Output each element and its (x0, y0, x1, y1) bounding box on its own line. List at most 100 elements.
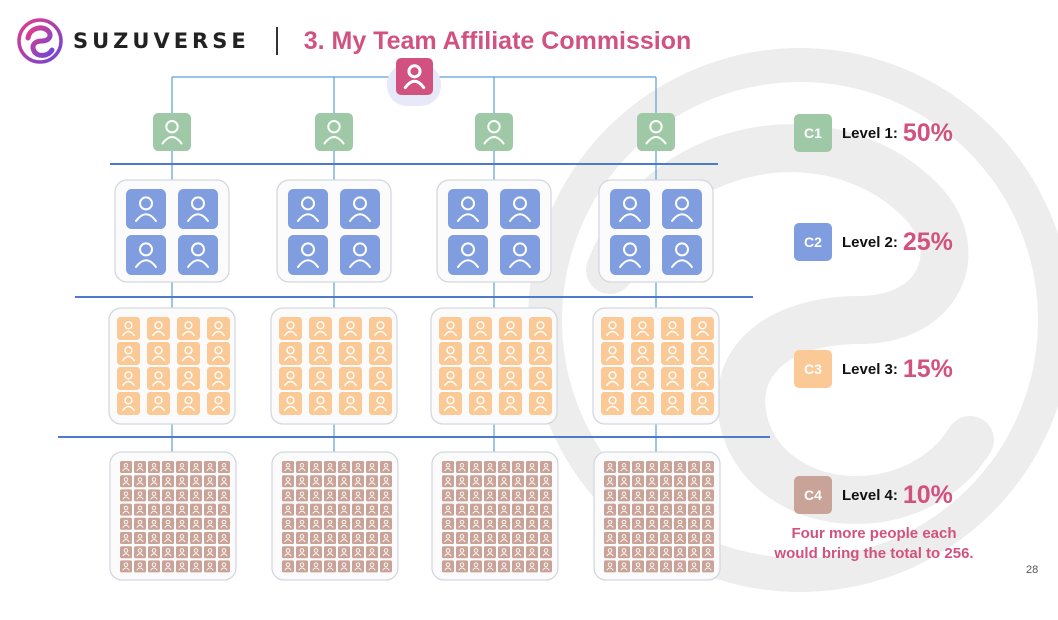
level-4-person-icon (190, 546, 202, 559)
level-4-person-icon (646, 503, 658, 516)
level-3-person-icon (147, 342, 170, 365)
level-3-person-icon (529, 342, 552, 365)
level-3-person-icon (309, 342, 332, 365)
level-4-person-icon (660, 489, 672, 502)
level-4-person-icon (688, 489, 700, 502)
level-4-person-icon (218, 461, 230, 473)
level-3-person-icon (207, 367, 230, 390)
level-4-person-icon (632, 532, 644, 544)
level-2-person-icon (340, 189, 380, 229)
level-3-person-icon (207, 317, 230, 340)
level-3-person-icon (339, 367, 362, 390)
legend-row-level-3: C3 Level 3: 15% (794, 350, 953, 388)
level-4-person-icon (218, 517, 230, 530)
level-4-person-icon (366, 461, 378, 473)
level-4-person-icon (618, 517, 630, 530)
level-4-person-icon (702, 503, 714, 516)
level-4-person-icon (176, 475, 188, 488)
level-3-person-icon (147, 367, 170, 390)
level-4-person-icon (604, 461, 616, 473)
level-4-person-icon (134, 546, 146, 559)
level-3-person-icon (691, 317, 714, 340)
level-3-person-icon (117, 342, 140, 365)
level-4-person-icon (366, 517, 378, 530)
level-4-person-icon (338, 560, 350, 573)
note-line-2: would bring the total to 256. (774, 545, 974, 562)
level-4-person-icon (660, 475, 672, 488)
level-1-person-icon (475, 113, 513, 151)
level-3-person-icon (439, 392, 462, 415)
level-4-person-icon (296, 546, 308, 559)
level-4-person-icon (442, 517, 454, 530)
level-2-person-icon (610, 235, 650, 275)
level-4-person-icon (352, 546, 364, 559)
level-3-person-icon (279, 342, 302, 365)
level-4-person-icon (324, 517, 336, 530)
level-4-person-icon (190, 517, 202, 530)
level-4-person-icon (162, 503, 174, 516)
level-percent: 50% (902, 118, 953, 147)
level-4-person-icon (120, 546, 132, 559)
level-4-person-icon (366, 489, 378, 502)
level-4-person-icon (442, 461, 454, 473)
level-3-person-icon (499, 392, 522, 415)
level-3-person-icon (691, 342, 714, 365)
note-text: Four more people each would bring the to… (752, 524, 996, 564)
level-3-person-icon (369, 392, 392, 415)
level-4-person-icon (604, 532, 616, 544)
level-4-person-icon (282, 532, 294, 544)
level-4-person-icon (632, 503, 644, 516)
level-3-person-icon (339, 392, 362, 415)
level-4-person-icon (470, 503, 482, 516)
level-4-person-icon (366, 560, 378, 573)
level-4-person-icon (540, 546, 552, 559)
level-4-person-icon (526, 503, 538, 516)
level-3-person-icon (631, 367, 654, 390)
level-3-person-icon (177, 392, 200, 415)
level-4-person-icon (688, 532, 700, 544)
brand-name: SUZUVERSE (73, 29, 250, 53)
note-line-1: Four more people each (791, 525, 957, 542)
level-2-person-icon (448, 189, 488, 229)
level-4-person-icon (296, 532, 308, 544)
level-4-person-icon (512, 489, 524, 502)
level-4-person-icon (190, 532, 202, 544)
header-divider (275, 27, 278, 55)
level-4-person-icon (282, 560, 294, 573)
level-4-person-icon (498, 503, 510, 516)
level-4-person-icon (380, 475, 392, 488)
level-4-person-icon (660, 546, 672, 559)
level-4-person-icon (618, 475, 630, 488)
level-3-person-icon (339, 342, 362, 365)
level-4-person-icon (604, 517, 616, 530)
level-2-person-icon (500, 235, 540, 275)
level-4-person-icon (674, 475, 686, 488)
level-4-person-icon (324, 532, 336, 544)
level-4-person-icon (366, 503, 378, 516)
level-4-person-icon (470, 532, 482, 544)
level-4-person-icon (442, 503, 454, 516)
level-2-person-icon (662, 189, 702, 229)
level-4-person-icon (674, 532, 686, 544)
level-4-person-icon (366, 546, 378, 559)
level-4-person-icon (618, 560, 630, 573)
level-3-person-icon (601, 392, 624, 415)
level-3-person-icon (691, 392, 714, 415)
level-4-person-icon (498, 461, 510, 473)
level-4-person-icon (338, 532, 350, 544)
level-4-person-icon (470, 475, 482, 488)
level-4-person-icon (296, 503, 308, 516)
level-3-person-icon (279, 317, 302, 340)
level-4-person-icon (498, 546, 510, 559)
level-2-person-icon (126, 189, 166, 229)
level-4-person-icon (688, 461, 700, 473)
level-4-person-icon (484, 489, 496, 502)
level-4-person-icon (352, 475, 364, 488)
level-4-person-icon (604, 546, 616, 559)
level-3-person-icon (369, 367, 392, 390)
level-4-person-icon (688, 503, 700, 516)
level-4-person-icon (338, 475, 350, 488)
level-4-person-icon (296, 560, 308, 573)
level-4-person-icon (484, 560, 496, 573)
level-4-person-icon (660, 503, 672, 516)
